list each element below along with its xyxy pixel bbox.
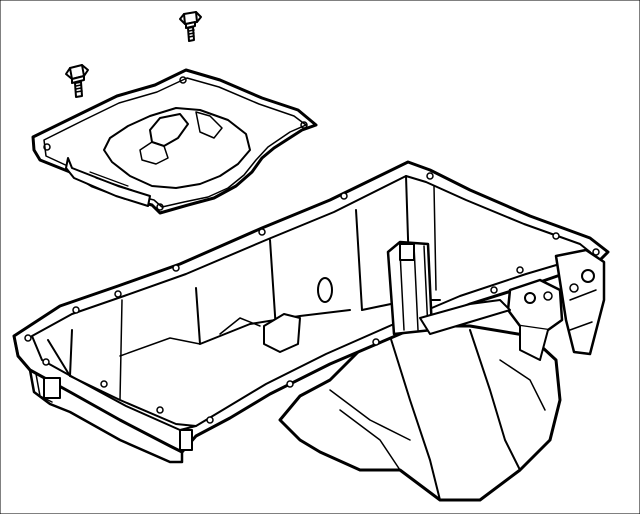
flange-bolt-holes xyxy=(24,172,600,424)
oil-pan xyxy=(12,160,610,502)
oil-pan-baffle-plate xyxy=(31,68,318,215)
bolt-2 xyxy=(65,64,89,98)
oil-pump-pickup xyxy=(419,278,564,361)
bolt-1 xyxy=(179,11,202,42)
